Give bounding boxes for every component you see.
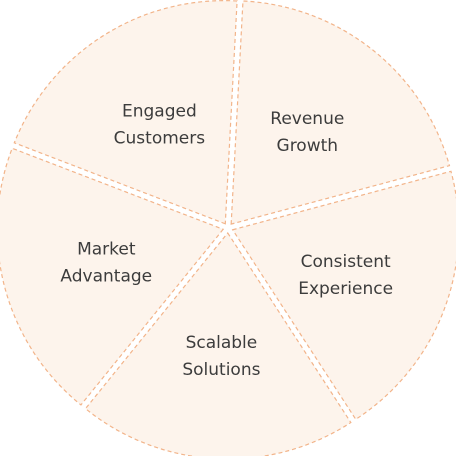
- segment-4: [0, 147, 225, 406]
- segment-label-line2: Growth: [277, 136, 339, 156]
- segment-label-line1: Consistent: [301, 252, 391, 272]
- segment-5: [13, 0, 238, 225]
- segment-3: [84, 231, 352, 456]
- segment-label-line1: Market: [77, 240, 136, 260]
- segment-label-line2: Customers: [114, 128, 206, 148]
- segment-2: [231, 170, 456, 421]
- segment-label-line2: Advantage: [60, 267, 152, 287]
- segment-label-line2: Experience: [298, 279, 393, 299]
- segment-label-line1: Scalable: [186, 333, 258, 353]
- segment-label-line2: Solutions: [182, 360, 260, 380]
- segment-label-line1: Engaged: [122, 101, 197, 121]
- segment-1: [230, 0, 451, 225]
- segment-label-line1: Revenue: [270, 109, 344, 129]
